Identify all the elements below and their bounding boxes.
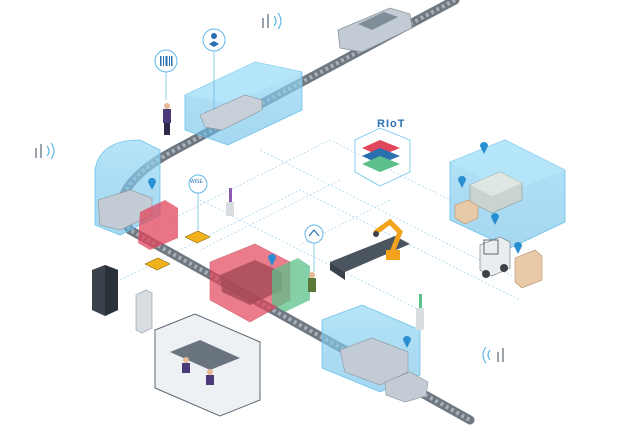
riot-label: RIoT xyxy=(377,118,406,130)
network-lines xyxy=(119,139,521,311)
wifi-signal-icon xyxy=(262,12,282,30)
box-left xyxy=(454,199,479,225)
wifi-signal-icon xyxy=(482,346,504,364)
server-rack-icon xyxy=(92,265,118,316)
control-room xyxy=(154,313,261,417)
wireless-badge xyxy=(188,174,208,230)
stack-layers-icon xyxy=(354,127,411,187)
green-zone xyxy=(272,258,310,312)
location-pin-icon xyxy=(148,142,522,348)
car-bottom xyxy=(384,371,429,403)
blue-zone-top xyxy=(184,61,303,146)
barcode-icon xyxy=(154,49,178,100)
wifi-signal-icon xyxy=(35,142,55,160)
location-pin-icon xyxy=(202,28,226,110)
pallet-icon xyxy=(469,171,523,214)
red-zone-left xyxy=(138,200,178,250)
blue-zone-bottom xyxy=(321,304,421,393)
robot-badge xyxy=(304,224,324,272)
kiosk-icon xyxy=(135,289,153,334)
car-top xyxy=(337,7,413,53)
agv-icon xyxy=(144,230,211,271)
worker-icon xyxy=(182,357,214,385)
assembly-table xyxy=(330,236,410,280)
signal-tower-icon xyxy=(226,188,424,330)
worker-icon xyxy=(163,103,316,292)
forklift-icon xyxy=(479,236,543,289)
robot-arm-icon xyxy=(373,218,403,260)
wireless-tag-label: WISE xyxy=(190,179,203,185)
